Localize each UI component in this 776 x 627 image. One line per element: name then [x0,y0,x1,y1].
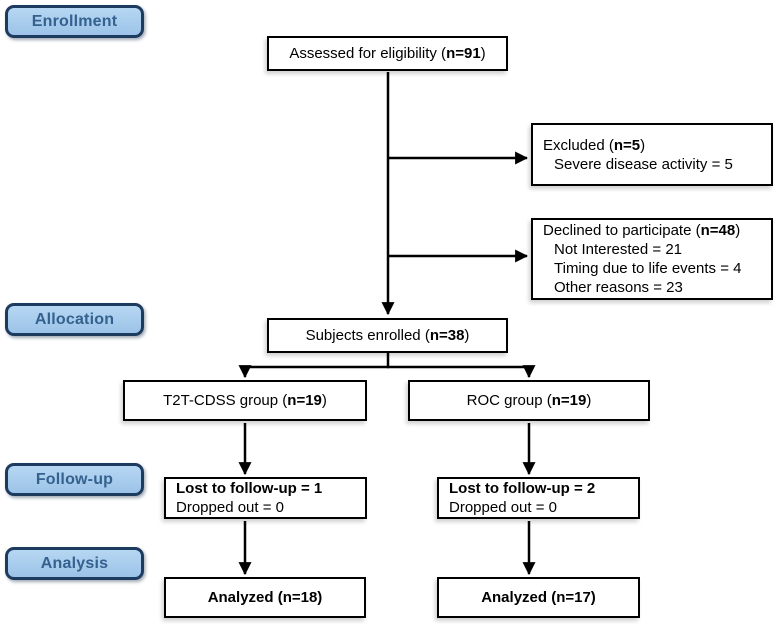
node-text-line: Analyzed (n=17) [481,589,596,606]
node-text-line: Dropped out = 0 [449,499,557,516]
node-lost-to-follow-up-roc: Lost to follow-up = 2 Dropped out = 0 [437,477,640,519]
node-lost-to-follow-up-t2t: Lost to follow-up = 1 Dropped out = 0 [164,477,367,519]
stage-label-allocation: Allocation [5,303,144,336]
node-text-line: ROC group (n=19) [466,392,592,409]
node-text-line: Excluded (n=5) [543,136,646,154]
node-declined-to-participate: Declined to participate (n=48) Not Intere… [531,218,773,300]
node-text-line: Other reasons = 23 [554,279,683,296]
node-text-line: Analyzed (n=18) [207,589,323,606]
node-text-line: Not Interested = 21 [554,241,682,258]
stage-label-analysis: Analysis [5,547,144,580]
node-text-line: Lost to follow-up = 1 [176,480,323,497]
node-assessed-for-eligibility: Assessed for eligibility (n=91) [267,36,508,71]
node-text-line: Timing due to life events = 4 [554,260,742,277]
node-text-line: Lost to follow-up = 2 [449,480,596,497]
node-excluded: Excluded (n=5)Severe disease activity = … [531,123,773,186]
node-analyzed-roc: Analyzed (n=17) [437,577,640,618]
node-text-line: T2T-CDSS group (n=19) [163,392,327,409]
node-analyzed-t2t: Analyzed (n=18) [164,577,366,618]
node-roc-group: ROC group (n=19) [408,380,650,421]
node-text-line: Declined to participate (n=48) [543,222,741,239]
stage-label-enrollment: Enrollment [5,5,144,38]
stage-label-follow-up: Follow-up [5,463,144,496]
node-text-line: Assessed for eligibility (n=91) [289,45,486,62]
node-text-line: Subjects enrolled (n=38) [305,327,470,344]
node-text-line: Dropped out = 0 [176,499,284,516]
node-text-line: Severe disease activity = 5 [554,155,733,173]
node-subjects-enrolled: Subjects enrolled (n=38) [267,318,508,353]
node-t2t-cdss-group: T2T-CDSS group (n=19) [123,380,367,421]
